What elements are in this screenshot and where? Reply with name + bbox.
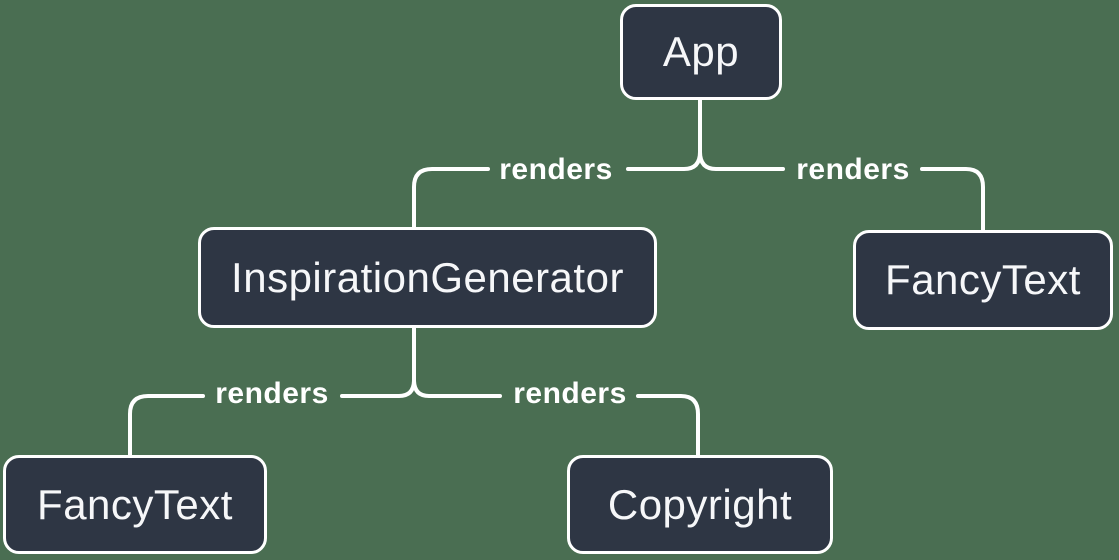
edge-inspirationgenerator-to-copyright-segment-1 bbox=[412, 325, 502, 398]
edge-app-to-fancytext-segment-2 bbox=[920, 167, 985, 233]
edge-label-inspirationgenerator-fancytext: renders bbox=[215, 377, 329, 410]
node-fancy-text-right: FancyText bbox=[853, 230, 1113, 330]
edge-inspirationgenerator-to-copyright-segment-2 bbox=[636, 394, 700, 458]
node-copyright: Copyright bbox=[567, 455, 833, 554]
node-inspiration-generator: InspirationGenerator bbox=[198, 227, 657, 328]
edge-inspirationgenerator-to-fancytext-segment-2 bbox=[128, 394, 205, 458]
edge-app-to-inspirationgenerator-segment-1 bbox=[626, 98, 702, 171]
edge-label-app-inspirationgenerator: renders bbox=[499, 153, 613, 186]
edge-label-inspirationgenerator-copyright: renders bbox=[513, 377, 627, 410]
node-fancy-text-left: FancyText bbox=[3, 455, 267, 554]
edge-label-app-fancytext: renders bbox=[796, 153, 910, 186]
edge-inspirationgenerator-to-fancytext-segment-1 bbox=[340, 325, 416, 398]
edge-app-to-inspirationgenerator-segment-2 bbox=[412, 167, 490, 230]
node-app: App bbox=[620, 4, 782, 100]
edge-app-to-fancytext-segment-1 bbox=[698, 98, 785, 171]
